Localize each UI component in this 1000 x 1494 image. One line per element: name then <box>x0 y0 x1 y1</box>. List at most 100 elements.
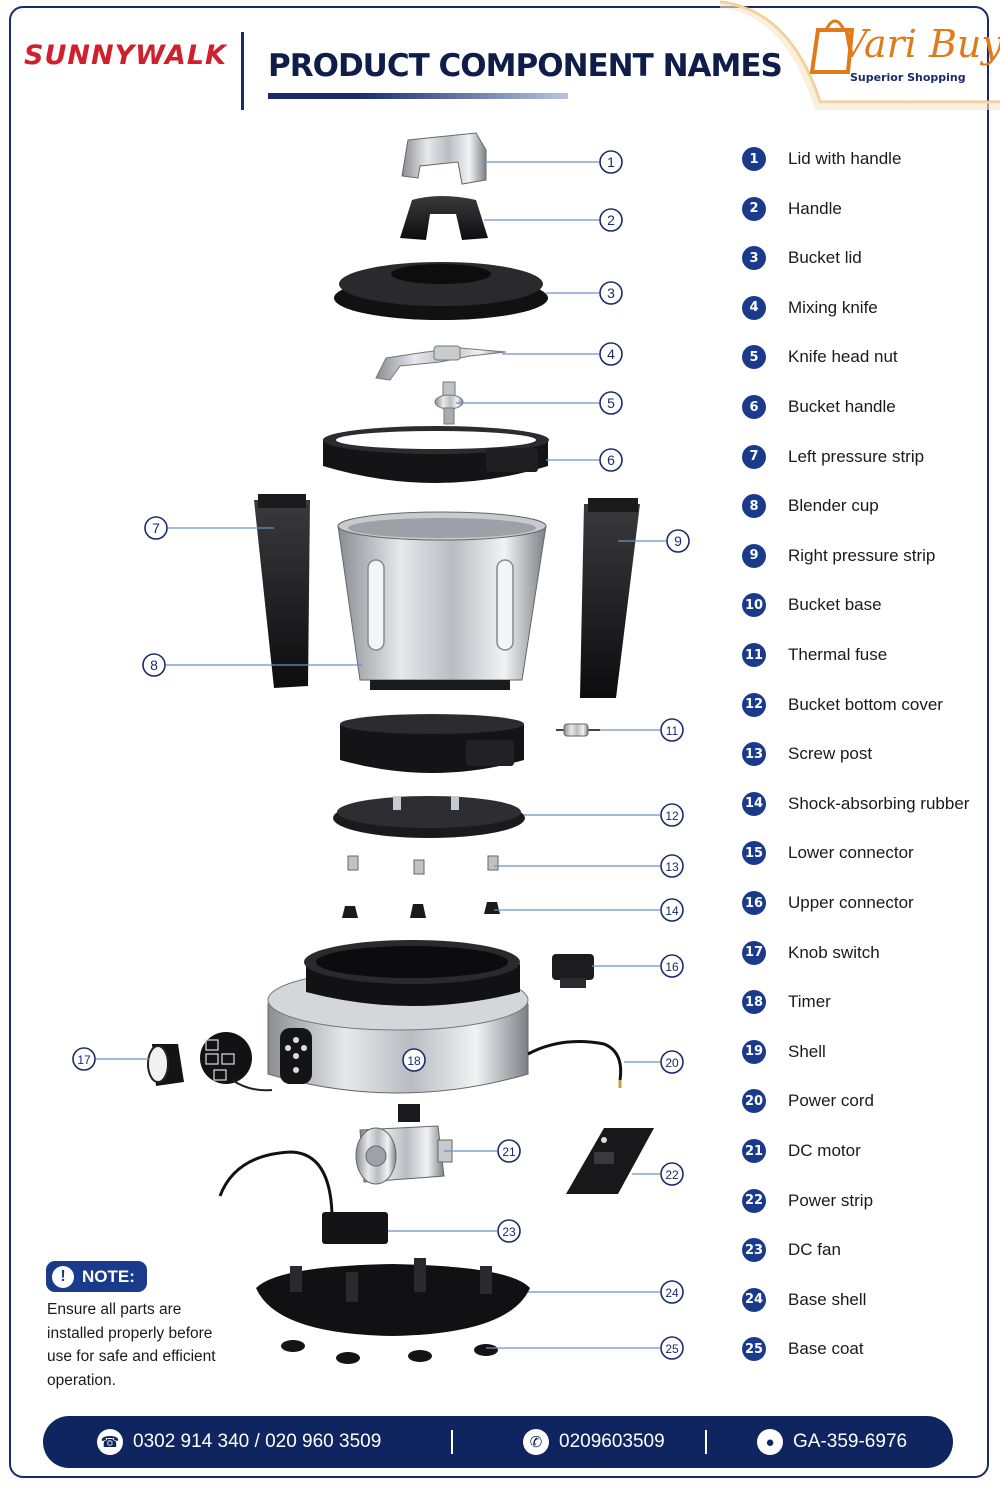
legend-number-badge: 6 <box>742 395 766 419</box>
brand-right-name: Vari Buy <box>840 22 1000 66</box>
callout-circle <box>660 1336 684 1360</box>
callout-number: 25 <box>665 1342 679 1356</box>
callout-circle <box>599 391 623 415</box>
callout-circle <box>660 803 684 827</box>
leader-lines <box>96 161 666 1349</box>
callout-number: 24 <box>665 1286 679 1300</box>
legend-label: Knife head nut <box>788 347 898 367</box>
callout-number: 11 <box>666 724 679 738</box>
legend-label: DC motor <box>788 1141 861 1160</box>
callout-circle <box>666 529 690 553</box>
legend-number-badge: 3 <box>742 246 766 271</box>
phone-icon: ☎ <box>97 1429 123 1455</box>
callout-number: 1 <box>607 154 615 170</box>
whatsapp-icon: ✆ <box>523 1429 549 1455</box>
callout-circle <box>497 1219 521 1243</box>
legend-item: 6 Bucket handle <box>742 394 896 420</box>
contact-divider <box>705 1430 707 1454</box>
legend-number-badge: 8 <box>742 494 766 519</box>
callout-circle <box>72 1047 96 1071</box>
part-bucket-bottom-cover <box>333 796 525 838</box>
part-base-shell <box>256 1258 530 1336</box>
legend-number-badge: 5 <box>742 345 766 370</box>
part-handle <box>400 196 488 240</box>
callout-circle <box>599 208 623 232</box>
legend-number-badge: 17 <box>742 940 766 965</box>
callout-number: 9 <box>674 533 682 549</box>
legend-label: DC fan <box>788 1240 841 1260</box>
legend-number-badge: 7 <box>742 444 766 469</box>
title-underline <box>268 93 568 99</box>
legend-number-badge: 19 <box>742 1039 766 1064</box>
callout-circle <box>660 898 684 922</box>
legend-number-badge: 4 <box>742 295 766 320</box>
legend-label: Lid with handle <box>788 149 902 168</box>
callout-number: 5 <box>607 395 615 411</box>
legend-number-badge: 2 <box>742 196 766 221</box>
legend-label: Bucket bottom cover <box>788 694 943 714</box>
legend-number-badge: 23 <box>742 1238 766 1263</box>
part-upper-connector <box>552 954 594 988</box>
part-shock-absorbing-rubber <box>342 902 500 918</box>
header-divider <box>241 32 244 110</box>
legend-number-badge: 16 <box>742 891 766 915</box>
callout-circle <box>144 516 168 540</box>
part-mixing-knife <box>375 345 507 381</box>
legend-label: Bucket base <box>788 595 882 615</box>
note-title: NOTE: <box>82 1266 135 1286</box>
callout-circle <box>660 1280 684 1304</box>
page-title: PRODUCT COMPONENT NAMES <box>268 48 783 84</box>
legend-label: Bucket handle <box>788 397 896 416</box>
callout-circle <box>599 342 623 366</box>
part-bucket-lid <box>334 262 548 320</box>
contact-whatsapp-text: 0209603509 <box>559 1431 665 1452</box>
callout-circle <box>660 1162 684 1186</box>
legend-label: Handle <box>788 198 842 218</box>
part-bucket-base <box>340 714 524 773</box>
part-right-pressure-strip <box>580 498 640 698</box>
callout-circle <box>142 653 166 677</box>
callout-circle <box>402 1048 426 1072</box>
brand-logo-sunnywalk: SUNNYWALK <box>24 40 227 71</box>
legend-item: 5 Knife head nut <box>742 344 898 370</box>
legend-number-badge: 13 <box>742 742 766 767</box>
callout-circle <box>660 718 684 742</box>
legend-number-badge: 20 <box>742 1089 766 1114</box>
part-lid-with-handle <box>401 132 487 185</box>
contact-phone-text: 0302 914 340 / 020 960 3509 <box>133 1431 382 1452</box>
legend-label: Shell <box>788 1041 826 1061</box>
contact-location[interactable]: ● GA-359-6976 <box>757 1416 907 1468</box>
legend-label: Timer <box>788 992 831 1012</box>
callout-number: 20 <box>665 1056 679 1070</box>
legend-number-badge: 15 <box>742 841 766 866</box>
legend-item: 23 DC fan <box>742 1237 841 1263</box>
contact-whatsapp[interactable]: ✆ 0209603509 <box>523 1416 665 1468</box>
callout-number: 4 <box>607 346 615 362</box>
legend-item: 2 Handle <box>742 196 842 222</box>
callout-number: 3 <box>607 285 615 301</box>
callout-circle <box>660 854 684 878</box>
legend-item: 19 Shell <box>742 1039 826 1065</box>
contact-phone[interactable]: ☎ 0302 914 340 / 020 960 3509 <box>97 1416 381 1468</box>
corner-swoosh-decoration <box>720 0 1000 110</box>
legend-label: Lower connector <box>788 843 914 863</box>
callout-number: 12 <box>665 809 679 823</box>
legend-label: Right pressure strip <box>788 545 936 565</box>
note-text: Ensure all parts are installed properly … <box>47 1301 216 1389</box>
legend-label: Power cord <box>788 1091 874 1111</box>
part-bucket-handle <box>323 426 549 483</box>
shopping-bag-icon <box>809 19 855 74</box>
legend-number-badge: 12 <box>742 692 766 717</box>
